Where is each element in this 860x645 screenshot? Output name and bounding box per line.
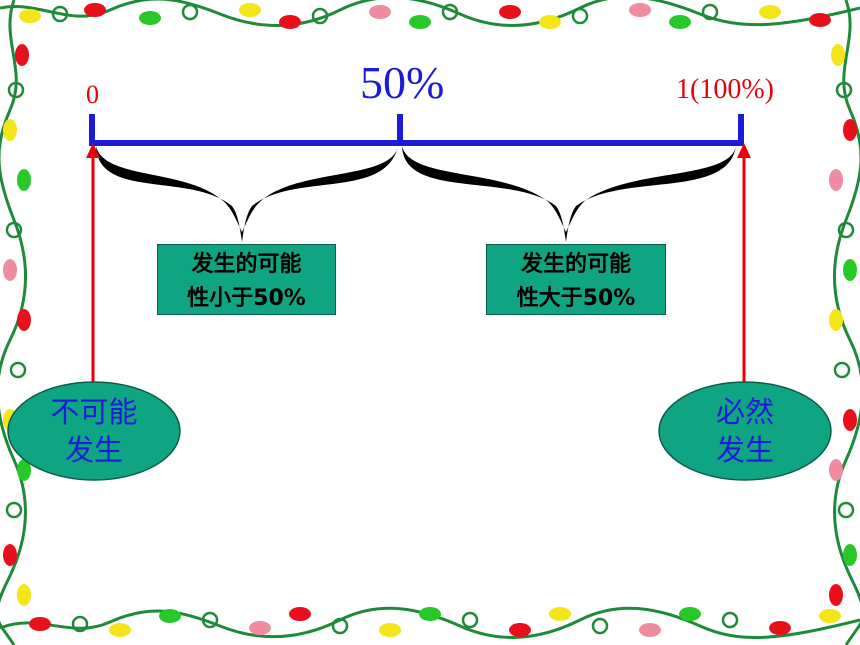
certain-line1: 必然	[715, 395, 774, 429]
scale-label-start: 0	[86, 80, 99, 109]
scale-label-end: 1(100%)	[676, 74, 774, 105]
impossible-label: 不可能 发生	[8, 393, 180, 469]
impossible-line2: 发生	[64, 433, 123, 467]
certain-line2: 发生	[715, 433, 774, 467]
box-more-line1: 发生的可能	[520, 252, 631, 277]
certain-label: 必然 发生	[660, 393, 830, 469]
brace-left	[96, 146, 398, 242]
scale-label-mid: 50%	[360, 57, 445, 108]
arrow-right-head	[737, 143, 751, 158]
box-less-than-half: 发生的可能 性小于50%	[157, 244, 336, 315]
arrow-left-head	[86, 143, 100, 158]
box-less-line1: 发生的可能	[191, 252, 302, 277]
impossible-line1: 不可能	[50, 395, 138, 429]
oval-certain	[658, 381, 832, 481]
box-more-line2: 性大于50%	[516, 286, 636, 311]
brace-right	[402, 146, 736, 242]
box-more-than-half: 发生的可能 性大于50%	[486, 244, 666, 315]
oval-impossible	[7, 381, 181, 481]
box-less-line2: 性小于50%	[187, 286, 306, 311]
